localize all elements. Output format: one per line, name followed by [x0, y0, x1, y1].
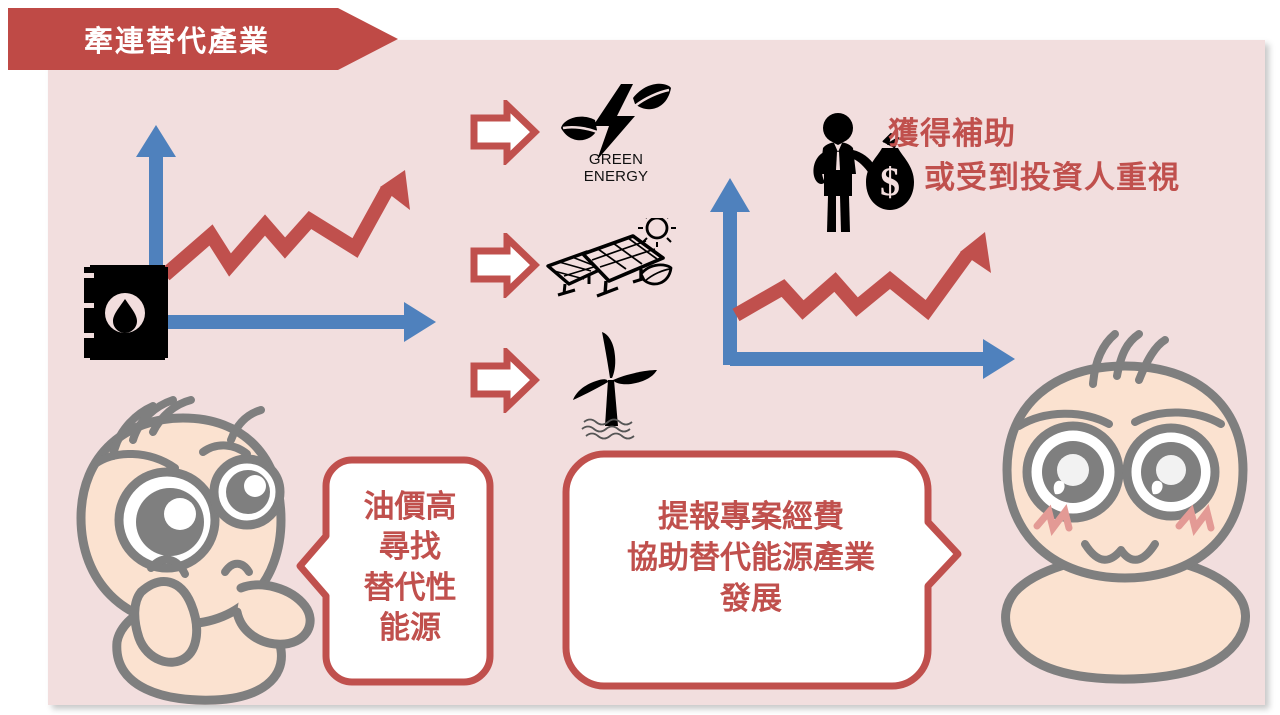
subsidy-note-line2: 或受到投資人重視	[924, 160, 1180, 196]
section-banner: 牽連替代產業	[8, 8, 398, 70]
arrow-to-solar	[470, 233, 540, 298]
arrow-to-green-energy	[470, 100, 540, 165]
chart-x-axis	[156, 302, 436, 342]
chart-y-axis	[710, 178, 750, 365]
green-energy-caption: GREEN ENERGY	[561, 151, 671, 186]
wind-turbine-icon	[573, 332, 657, 440]
subsidy-note-line1: 獲得補助	[888, 116, 1016, 151]
oil-price-rising-chart	[84, 125, 436, 360]
green-energy-caption-line1: GREEN	[588, 151, 644, 168]
worried-thinking-face	[76, 396, 315, 705]
investment-growth-chart	[710, 178, 1015, 379]
chart-x-axis	[730, 339, 1015, 379]
bubble-policy-response	[562, 450, 962, 690]
eye-right	[1122, 423, 1220, 521]
businessman-with-money-bag-icon: $	[813, 113, 914, 232]
blush-right	[1175, 504, 1215, 536]
bubble-worried-character	[296, 456, 494, 686]
section-banner-label: 牽連替代產業	[84, 26, 271, 58]
surprised-blushing-face	[1001, 330, 1250, 684]
subsidy-note: 獲得補助 或受到投資人重視	[888, 112, 1180, 200]
blush-left	[1033, 504, 1073, 536]
chart-trend-line	[732, 232, 991, 322]
green-energy-caption-line2: ENERGY	[583, 167, 649, 185]
money-bag-icon: $	[866, 133, 914, 210]
arrow-to-wind	[470, 348, 540, 413]
svg-text:$: $	[880, 159, 900, 204]
green-energy-icon	[561, 83, 671, 160]
solar-panel-icon	[546, 218, 676, 298]
eye-left	[1022, 421, 1124, 523]
oil-barrel-icon	[84, 265, 168, 360]
eye-left	[114, 467, 220, 573]
eye-right	[209, 454, 285, 530]
chart-trend-line	[160, 170, 410, 281]
